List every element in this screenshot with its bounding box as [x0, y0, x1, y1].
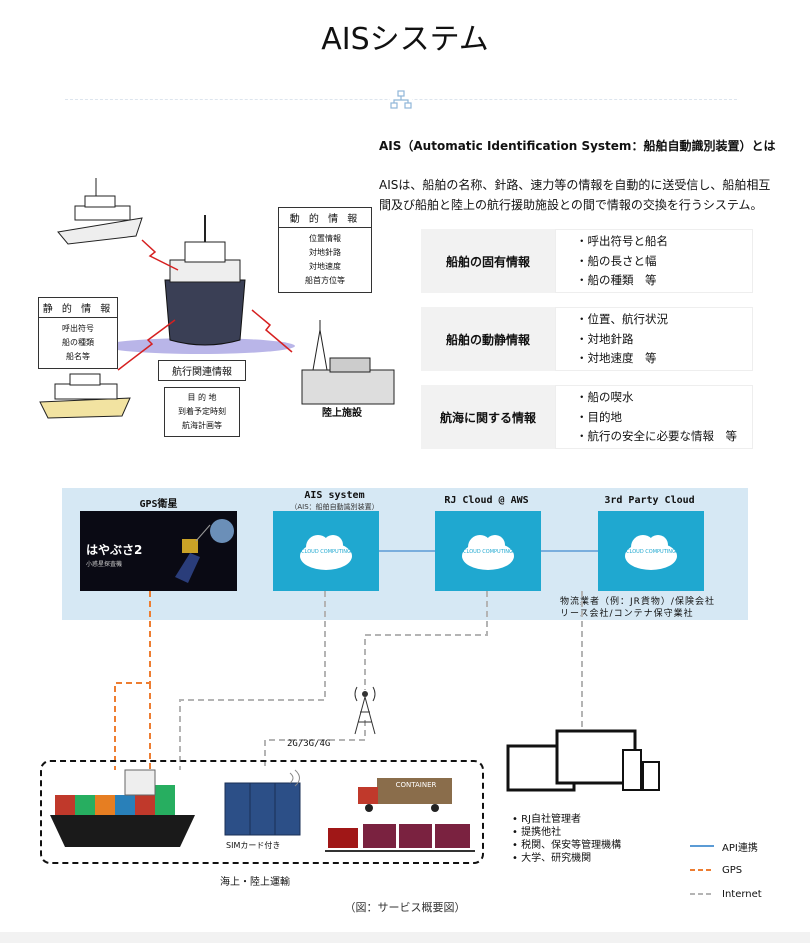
transport-group: [40, 760, 484, 864]
legend-item: GPS: [690, 858, 790, 882]
cloud-subtitle: （AIS：船舶自動識別装置）: [290, 503, 379, 511]
dynamic-info-line: 対地針路: [309, 248, 341, 257]
user-item: • 提携他社: [512, 827, 562, 838]
static-info-title: 静 的 情 報: [39, 298, 117, 318]
cloud-title: 3rd Party Cloud: [604, 495, 695, 506]
shore-facility-label: 陸上施設: [322, 408, 362, 419]
satellite-icon: [175, 519, 234, 583]
legend-label: API連携: [722, 842, 758, 854]
container-truck-label: CONTAINER: [395, 781, 437, 789]
info-row-static: 船舶の固有情報 ・呼出符号と船名 ・船の長さと幅 ・船の種類 等: [421, 229, 753, 293]
sitemap-icon: [390, 90, 412, 110]
info-row-voyage: 航海に関する情報 ・船の喫水 ・目的地 ・航行の安全に必要な情報 等: [421, 385, 753, 449]
static-info-line: 船名等: [66, 352, 90, 361]
cloud-icon-text: CLOUD COMPUTING: [463, 549, 513, 555]
transport-label: 海上・陸上運輸: [220, 877, 290, 888]
container-ship-icon: [50, 769, 195, 847]
info-row-label: 船舶の動静情報: [421, 307, 555, 371]
info-item: ・船の種類 等: [576, 273, 657, 287]
info-item: ・目的地: [576, 409, 622, 424]
info-row-values: ・船の喫水 ・目的地 ・航行の安全に必要な情報 等: [555, 385, 753, 449]
info-item: ・船の喫水: [576, 390, 634, 404]
cruise-ship-icon: [57, 178, 143, 245]
footer-bar: [0, 932, 810, 943]
network-label: 2G/3G/4G: [287, 739, 331, 749]
dynamic-info-line: 船首方位等: [305, 276, 345, 285]
info-row-label: 船舶の固有情報: [421, 229, 555, 293]
ship-bow-icon: [105, 215, 295, 354]
shore-facility-icon: [301, 320, 395, 405]
users-list: • RJ自社管理者 • 提携他社 • 税関、保安等管理機構 • 大学、研究機関: [512, 813, 621, 865]
info-row-values: ・呼出符号と船名 ・船の長さと幅 ・船の種類 等: [555, 229, 753, 293]
ais-definition-body: AISは、船舶の名称、針路、速力等の情報を自動的に送受信し、船舶相互間及び船舶と…: [379, 178, 771, 212]
user-item: • RJ自社管理者: [512, 814, 581, 825]
figure-caption: （図：サービス概要図）: [344, 901, 466, 914]
static-info-box: 静 的 情 報 呼出符号 船の種類 船名等: [38, 297, 118, 369]
cloud-title: AIS system: [304, 490, 365, 501]
cloud-title: GPS衛星: [139, 499, 178, 510]
sim-label: SIMカード付き: [226, 841, 281, 850]
dynamic-info-title: 動 的 情 報: [279, 208, 371, 228]
info-item: ・航行の安全に必要な情報 等: [576, 429, 737, 443]
cloud-computing-icon: CLOUD COMPUTING: [435, 511, 541, 591]
user-item: • 税関、保安等管理機構: [512, 840, 622, 851]
info-item: ・位置、航行状況: [576, 312, 668, 326]
static-info-line: 呼出符号: [62, 324, 94, 333]
user-item: • 大学、研究機関: [512, 853, 592, 864]
partners-line1: 物流業者（例：JR貨物）/保険会社: [560, 597, 715, 607]
gps-satellite-image: はやぶさ2 小惑星探査機: [80, 511, 237, 591]
ais-definition-title: AIS（Automatic Identification System：船舶自動…: [379, 139, 776, 153]
ais-illustration: [39, 178, 395, 419]
cloud-computing-icon: CLOUD COMPUTING: [273, 511, 379, 591]
voyage-info-box: 航行関連情報 目 的 地 到着予定時刻 航海計画等: [158, 360, 246, 437]
satellite-name: はやぶさ2: [86, 543, 143, 557]
truck-icon: [358, 778, 452, 812]
dynamic-info-line: 対地速度: [309, 262, 341, 271]
cloud-icon-text: CLOUD COMPUTING: [626, 549, 676, 555]
legend-label: Internet: [722, 888, 762, 900]
legend-label: GPS: [722, 864, 743, 876]
static-info-line: 船の種類: [62, 338, 94, 347]
legend: API連携 GPS Internet: [690, 834, 790, 906]
dynamic-info-line: 位置情報: [309, 234, 341, 243]
container-box-icon: [224, 769, 301, 836]
page-title: AISシステム: [321, 22, 489, 57]
voyage-info-line: 目 的 地: [187, 393, 217, 402]
partners-line2: リース会社/コンテナ保守業社: [560, 609, 694, 619]
legend-item: API連携: [690, 834, 790, 858]
antenna-icon: [354, 686, 376, 735]
info-item: ・対地針路: [576, 331, 634, 346]
passenger-ship-icon: [39, 373, 131, 419]
dynamic-info-box: 動 的 情 報 位置情報 対地針路 対地速度 船首方位等: [278, 207, 372, 293]
voyage-info-line: 航海計画等: [182, 421, 222, 430]
info-row-label: 航海に関する情報: [421, 385, 555, 449]
cloud-icon-text: CLOUD COMPUTING: [301, 549, 351, 555]
signal-arrows: [117, 239, 293, 371]
info-row-values: ・位置、航行状況 ・対地針路 ・対地速度 等: [555, 307, 753, 371]
cloud-computing-icon: CLOUD COMPUTING: [598, 511, 704, 591]
info-item: ・呼出符号と船名: [576, 234, 668, 248]
cloud-title: RJ Cloud @ AWS: [444, 495, 529, 506]
devices-icon: [506, 729, 660, 792]
voyage-info-title: 航行関連情報: [158, 360, 246, 381]
freight-train-icon: [325, 824, 475, 852]
satellite-sub: 小惑星探査機: [86, 561, 123, 568]
info-item: ・船の長さと幅: [576, 253, 657, 268]
info-item: ・対地速度 等: [576, 351, 657, 365]
voyage-info-line: 到着予定時刻: [178, 407, 226, 416]
info-row-dynamic: 船舶の動静情報 ・位置、航行状況 ・対地針路 ・対地速度 等: [421, 307, 753, 371]
legend-item: Internet: [690, 882, 790, 906]
